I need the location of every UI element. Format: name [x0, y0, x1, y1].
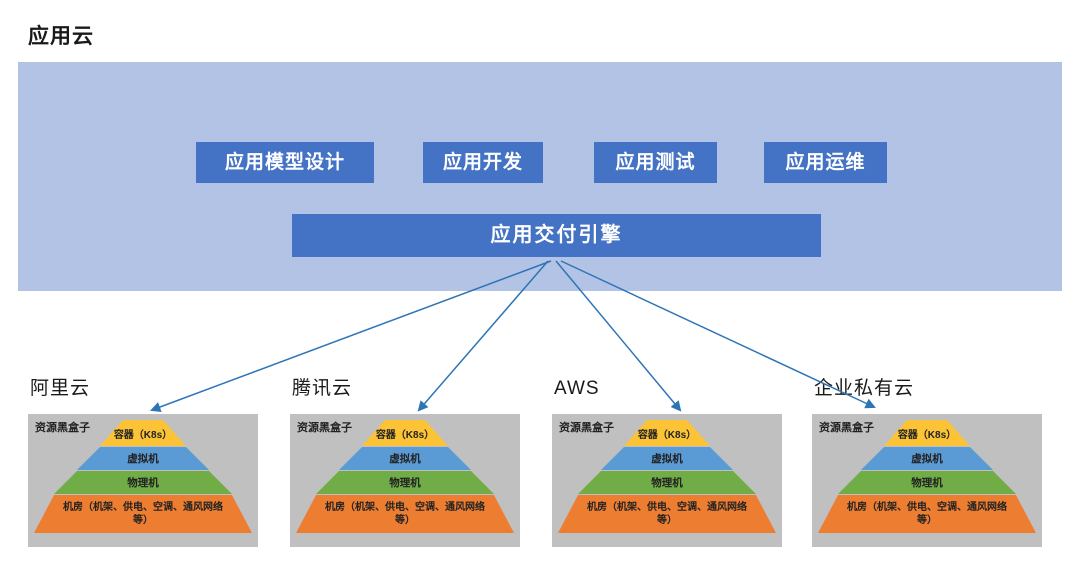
layer-label: 容器（K8s）	[375, 429, 435, 441]
pyramid-layer-physical: 物理机	[316, 471, 494, 494]
layer-label: 容器（K8s）	[113, 429, 173, 441]
pyramid-layer-vm: 虚拟机	[860, 447, 994, 470]
resource-box: 资源黑盒子 容器（K8s） 虚拟机 物理机 机房（机架、供电、空调、通风网络等）	[290, 414, 520, 547]
module-box-app-ops: 应用运维	[764, 142, 887, 183]
cloud-group-aliyun: 阿里云 资源黑盒子 容器（K8s） 虚拟机 物理机 机房（机架、供电、空调、通风…	[28, 376, 258, 547]
resource-pyramid: 容器（K8s） 虚拟机 物理机 机房（机架、供电、空调、通风网络等）	[558, 420, 776, 535]
pyramid-layer-datacenter: 机房（机架、供电、空调、通风网络等）	[558, 495, 776, 533]
resource-box-label: 资源黑盒子	[819, 422, 874, 434]
cloud-group-private: 企业私有云 资源黑盒子 容器（K8s） 虚拟机 物理机 机房（机架、供电、空调、…	[812, 376, 1042, 547]
layer-label: 容器（K8s）	[637, 429, 697, 441]
pyramid-layer-vm: 虚拟机	[76, 447, 210, 470]
resource-box: 资源黑盒子 容器（K8s） 虚拟机 物理机 机房（机架、供电、空调、通风网络等）	[812, 414, 1042, 547]
resource-box-label: 资源黑盒子	[297, 422, 352, 434]
layer-label: 机房（机架、供电、空调、通风网络等）	[587, 501, 747, 527]
resource-pyramid: 容器（K8s） 虚拟机 物理机 机房（机架、供电、空调、通风网络等）	[296, 420, 514, 535]
layer-label: 物理机	[651, 477, 683, 489]
pyramid-layer-physical: 物理机	[54, 471, 232, 494]
cloud-label: 腾讯云	[292, 378, 353, 399]
cloud-label: 企业私有云	[814, 378, 915, 399]
layer-label: 容器（K8s）	[897, 429, 957, 441]
layer-label: 虚拟机	[651, 453, 683, 465]
resource-pyramid: 容器（K8s） 虚拟机 物理机 机房（机架、供电、空调、通风网络等）	[34, 420, 252, 535]
layer-label: 虚拟机	[911, 453, 943, 465]
layer-label: 物理机	[911, 477, 943, 489]
module-box-app-test: 应用测试	[594, 142, 717, 183]
resource-box: 资源黑盒子 容器（K8s） 虚拟机 物理机 机房（机架、供电、空调、通风网络等）	[552, 414, 782, 547]
delivery-engine-box: 应用交付引擎	[292, 214, 821, 257]
layer-label: 机房（机架、供电、空调、通风网络等）	[325, 501, 485, 527]
module-box-model-design: 应用模型设计	[196, 142, 374, 183]
module-box-app-dev: 应用开发	[423, 142, 543, 183]
pyramid-layer-datacenter: 机房（机架、供电、空调、通风网络等）	[34, 495, 252, 533]
page-title: 应用云	[28, 25, 94, 48]
layer-label: 虚拟机	[389, 453, 421, 465]
layer-label: 虚拟机	[127, 453, 159, 465]
cloud-label: AWS	[554, 378, 600, 399]
pyramid-layer-datacenter: 机房（机架、供电、空调、通风网络等）	[296, 495, 514, 533]
resource-box-label: 资源黑盒子	[559, 422, 614, 434]
pyramid-layer-datacenter: 机房（机架、供电、空调、通风网络等）	[818, 495, 1036, 533]
layer-label: 机房（机架、供电、空调、通风网络等）	[63, 501, 223, 527]
pyramid-layer-vm: 虚拟机	[338, 447, 472, 470]
cloud-label: 阿里云	[30, 378, 91, 399]
layer-label: 物理机	[389, 477, 421, 489]
pyramid-layer-vm: 虚拟机	[600, 447, 734, 470]
layer-label: 机房（机架、供电、空调、通风网络等）	[847, 501, 1007, 527]
cloud-group-aws: AWS 资源黑盒子 容器（K8s） 虚拟机 物理机 机房（机架、供电、空调、通风…	[552, 376, 782, 547]
resource-box-label: 资源黑盒子	[35, 422, 90, 434]
resource-pyramid: 容器（K8s） 虚拟机 物理机 机房（机架、供电、空调、通风网络等）	[818, 420, 1036, 535]
pyramid-layer-physical: 物理机	[578, 471, 756, 494]
layer-label: 物理机	[127, 477, 159, 489]
cloud-group-tencent: 腾讯云 资源黑盒子 容器（K8s） 虚拟机 物理机 机房（机架、供电、空调、通风…	[290, 376, 520, 547]
resource-box: 资源黑盒子 容器（K8s） 虚拟机 物理机 机房（机架、供电、空调、通风网络等）	[28, 414, 258, 547]
pyramid-layer-physical: 物理机	[838, 471, 1016, 494]
